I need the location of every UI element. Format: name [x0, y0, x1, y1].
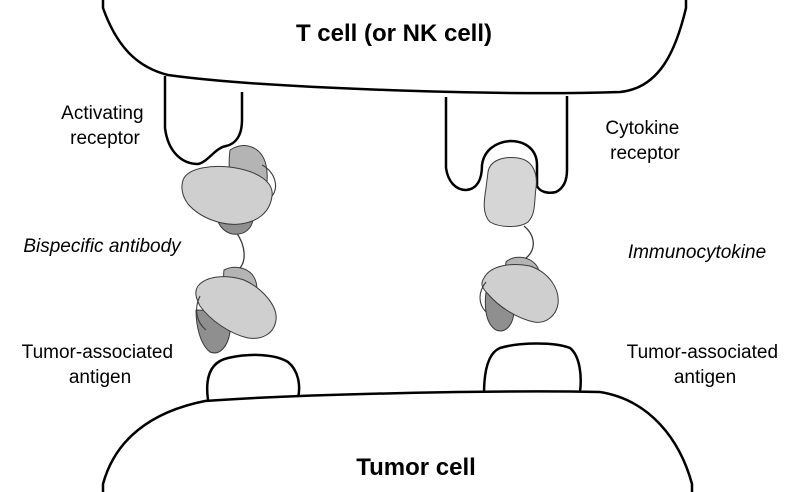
immunocytokine-label: Immunocytokine — [628, 242, 766, 263]
t-cell-membrane — [101, 0, 688, 95]
immunocytokine-loop — [479, 281, 487, 313]
bispecific-antibody — [181, 145, 277, 354]
antibody-lower-loop — [196, 295, 207, 331]
t-cell-label: T cell (or NK cell) — [296, 20, 492, 47]
activating-receptor-line-2: receptor — [70, 128, 140, 149]
tumor-antigen-right-shape — [482, 342, 582, 395]
cytokine-receptor-line-2: receptor — [610, 143, 680, 164]
tumor-antigen-right-line-1: Tumor-associated — [627, 342, 778, 363]
tumor-antigen-left-shape — [206, 353, 301, 401]
activating-receptor-label: Activating receptor — [61, 103, 149, 149]
tumor-antigen-left-line-2: antigen — [69, 367, 131, 388]
cytokine-receptor — [444, 96, 569, 194]
antibody-upper-domain-light — [181, 165, 273, 225]
antibody-linker — [235, 231, 245, 271]
immunocytokine-domain-light — [481, 264, 559, 323]
t-cell — [101, 0, 688, 194]
antibody-lower-domain-light — [195, 276, 277, 339]
cytokine — [483, 157, 537, 227]
tumor-cell-label: Tumor cell — [356, 454, 476, 481]
immunocytokine-linker — [523, 225, 534, 259]
tumor-cell — [101, 342, 694, 492]
cytokine-receptor-line-1: Cytokine — [605, 118, 679, 139]
cytokine-receptor-label: Cytokine receptor — [605, 118, 684, 164]
tumor-antigen-right-label: Tumor-associated antigen — [627, 342, 784, 388]
activating-receptor — [163, 76, 244, 166]
bispecific-antibody-label: Bispecific antibody — [23, 236, 182, 257]
tumor-antigen-left-label: Tumor-associated antigen — [22, 342, 179, 388]
activating-receptor-line-1: Activating — [61, 103, 143, 124]
tumor-cell-membrane — [101, 390, 694, 492]
tumor-antigen-right-line-2: antigen — [674, 367, 736, 388]
tumor-antigen-left-line-1: Tumor-associated — [22, 342, 173, 363]
immunocytokine — [479, 157, 559, 332]
